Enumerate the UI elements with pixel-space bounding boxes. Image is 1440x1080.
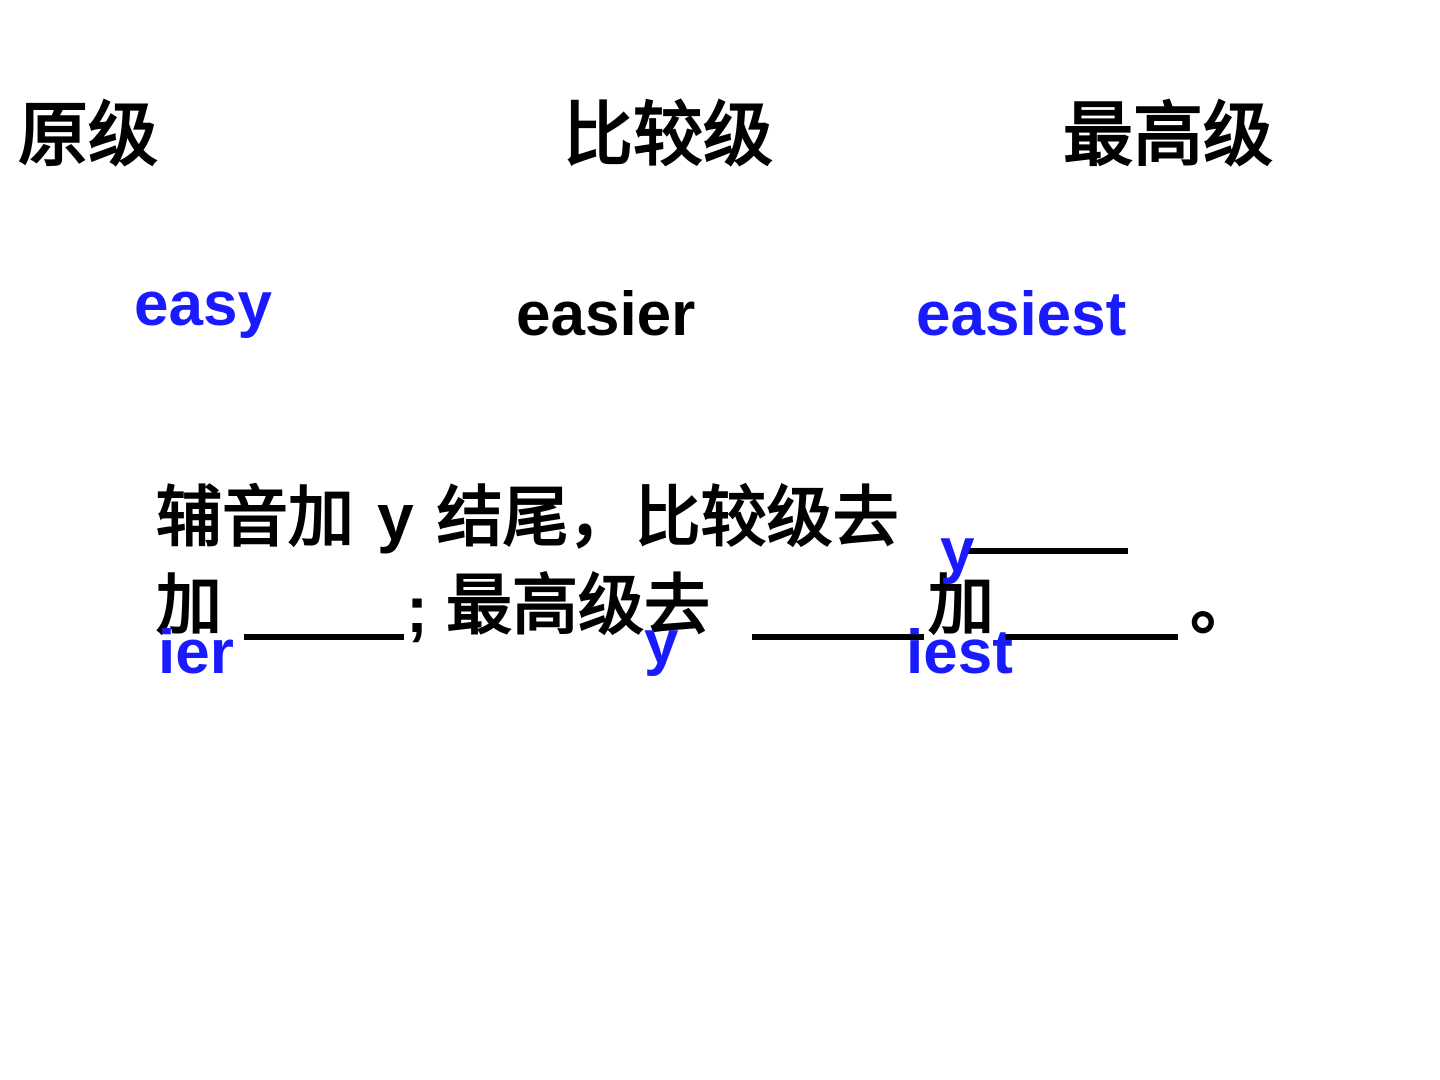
answer-superlative-remove: y bbox=[644, 608, 679, 677]
answer-comparative-remove: y bbox=[940, 516, 975, 585]
example-comparative: easier bbox=[516, 280, 696, 349]
rule-line1-part2: 结尾，比较级去 bbox=[436, 478, 899, 556]
rule-line2-add1: 加 bbox=[156, 566, 222, 644]
example-positive: easy bbox=[134, 270, 272, 339]
rule-line2-semicolon: ; bbox=[406, 572, 428, 646]
blank-superlative-add bbox=[1002, 634, 1178, 640]
blank-comparative-remove bbox=[968, 548, 1128, 554]
rule-line1-y: y bbox=[376, 480, 414, 554]
rule-line1: 辅音加 y 结尾，比较级去 bbox=[156, 484, 899, 550]
answer-comparative-add: ier bbox=[158, 618, 234, 687]
example-superlative: easiest bbox=[916, 280, 1127, 349]
rule-line2-add2: 加 bbox=[928, 566, 994, 644]
rule-line2-end: 。 bbox=[1190, 566, 1256, 644]
rule-line1-part1: 辅音加 bbox=[156, 478, 354, 556]
blank-superlative-remove bbox=[752, 634, 924, 640]
blank-comparative-add bbox=[244, 634, 404, 640]
answer-superlative-add: iest bbox=[906, 618, 1013, 687]
heading-positive: 原级 bbox=[18, 93, 158, 176]
heading-superlative: 最高级 bbox=[1063, 93, 1273, 176]
rule-line2-part: 最高级去 bbox=[446, 566, 710, 644]
heading-comparative: 比较级 bbox=[563, 93, 773, 176]
